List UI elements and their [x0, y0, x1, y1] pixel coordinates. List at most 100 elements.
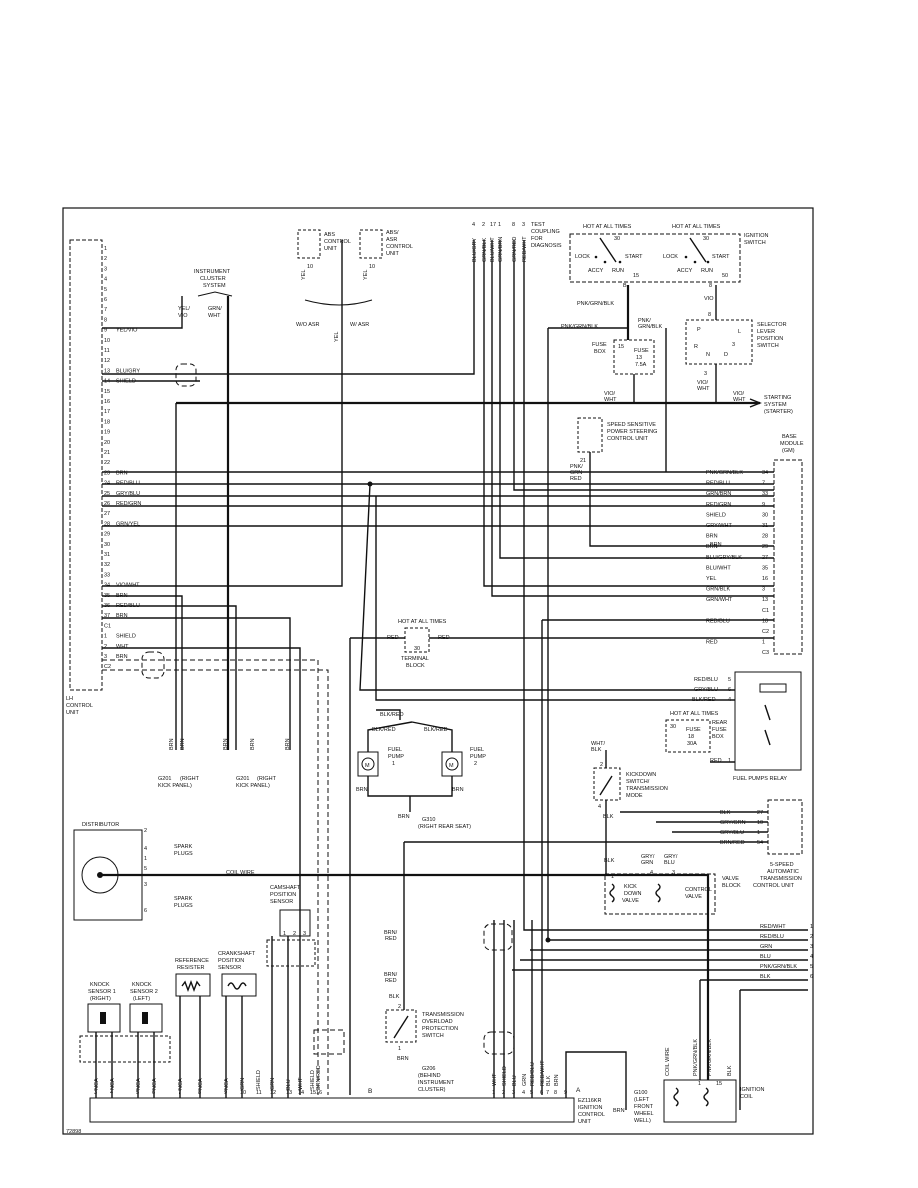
pump-ground-2: (RIGHT REAR SEAT) — [418, 824, 471, 830]
start-wire2-2: WHT — [733, 397, 746, 403]
lh-pin-0: 1 — [104, 246, 107, 252]
vb-pin-1: 1 — [611, 874, 614, 880]
rear-num: 30 — [670, 724, 676, 730]
base-wire-7: BRN — [706, 544, 718, 550]
vb-ctrl-2: VALVE — [685, 894, 702, 900]
sel-l: L — [738, 329, 741, 335]
to-label-3: PROTECTION — [422, 1026, 458, 1032]
figure-id: 72898 — [66, 1129, 81, 1135]
ign-run-r: RUN — [701, 268, 713, 274]
ezk-b-wire-4: NCA — [178, 1078, 184, 1090]
cluster-label-3: SYSTEM — [203, 283, 226, 289]
selector-wire-1: VIO/ — [697, 380, 708, 386]
kick-pin-bot: 4 — [598, 804, 601, 810]
diagram-frame — [62, 207, 814, 1135]
ezk-b-wire-7: GRN — [240, 1078, 246, 1090]
vb-wire-grygrn-2: GRN — [641, 860, 653, 866]
lh-wire-0: YEL/VIO — [116, 328, 138, 334]
selector-label-2: LEVER — [757, 329, 775, 335]
vb-pin-4: 4 — [650, 870, 653, 876]
valve-block: BLK GRY/ GRN GRY/ BLU 1 4 3 KICK DOWN VA… — [604, 854, 741, 915]
start-label-1: STARTING — [764, 395, 791, 401]
ezk-b-wire-13: BRN/RED — [316, 1065, 322, 1090]
lh-pin-11: 12 — [104, 358, 110, 364]
svg-text:M: M — [365, 763, 370, 769]
base-pin-2: 33 — [762, 491, 768, 497]
fuel-pumps: BLK/RED BLK/RED BLK/RED M M FUEL PUMP 1 … — [356, 712, 486, 830]
ign-wire-out: PNK/GRN/BLK — [577, 301, 614, 307]
test-coupling-label-1: TEST — [531, 222, 546, 228]
ezk-b-wire-10: BLU — [286, 1079, 292, 1090]
lh-pin-28: 29 — [104, 532, 110, 538]
svg-text:M: M — [449, 763, 454, 769]
to-ground-3: INSTRUMENT — [418, 1080, 455, 1086]
lh-pin-36: 37 — [104, 613, 110, 619]
rear-label-2: FUSE — [712, 727, 727, 733]
pump1-motor-icon — [361, 757, 375, 771]
abs-note-wire: YEL — [334, 332, 340, 342]
abs-control-unit: ABS CONTROL UNIT 10 YEL — [297, 229, 351, 280]
base-wire-9: BLU/WHT — [706, 565, 731, 571]
ezk-a-wire-4: RED/BLU — [530, 1062, 536, 1086]
lh-pin-30: 31 — [104, 552, 110, 558]
at-label-2: AUTOMATIC — [767, 869, 799, 875]
terminal-hot: HOT AT ALL TIMES — [398, 619, 447, 625]
rc-pin-4: 5 — [810, 964, 813, 970]
psc-wire-1: PNK/ — [570, 464, 583, 470]
dist-num-2: 1 — [144, 856, 147, 862]
sel-d: D — [724, 352, 728, 358]
to-blk: BLK — [389, 994, 400, 1000]
selector-wire-2: WHT — [697, 386, 710, 392]
rc-wire-5: BLK — [760, 974, 771, 980]
psc-label-3: CONTROL UNIT — [607, 436, 649, 442]
cluster-label-2: CLUSTER — [200, 276, 226, 282]
rc-wire-1: RED/BLU — [760, 934, 784, 940]
dist-num-1: 4 — [144, 846, 147, 852]
ezk-b-pin-11: 14 — [298, 1090, 304, 1096]
ign-pin15: 15 — [633, 273, 639, 279]
psc-pin: 21 — [580, 458, 586, 464]
at-label-4: CONTROL UNIT — [753, 883, 795, 889]
vb-kick-3: VALVE — [622, 898, 639, 904]
vb-ctrl-1: CONTROL — [685, 887, 712, 893]
rear-fuse-1: FUSE — [686, 727, 701, 733]
lh-pin-29: 30 — [104, 542, 110, 548]
cam-pin-1: 1 — [283, 931, 286, 937]
knock2-2: SENSOR 2 — [130, 989, 158, 995]
fuse-in-l: PNK/GRN/BLK — [561, 324, 598, 330]
lh-pin-37: C1 — [104, 623, 111, 629]
to-label-4: SWITCH — [422, 1033, 444, 1039]
at-wire-1: GRY/GRN — [720, 820, 746, 826]
ezk-a-wire-7: BRN — [554, 1074, 560, 1086]
lh-pin-4: 5 — [104, 287, 107, 293]
ezk-b-pin-12: 15 — [310, 1090, 316, 1096]
tc-pin-3: 1 — [498, 222, 501, 228]
tc-pin-4: 8 — [512, 222, 515, 228]
cluster-wire1-b: VIO — [178, 313, 188, 319]
g100-5: WELL) — [634, 1118, 651, 1124]
to-ground-1: G206 — [422, 1066, 435, 1072]
lh-pin-1: 2 — [104, 256, 107, 262]
ign-start-l: START — [625, 254, 643, 260]
ign-lock-r: LOCK — [663, 254, 678, 260]
vb-label-1: VALVE — [722, 876, 739, 882]
ezk-label-1: EZ116KR — [578, 1098, 601, 1104]
lh-pin-19: 20 — [104, 440, 110, 446]
to-brn: BRN — [397, 1056, 409, 1062]
kick-pin-top: 2 — [600, 762, 603, 768]
lh-pin-15: 16 — [104, 399, 110, 405]
rear-label-1: REAR — [712, 720, 727, 726]
ezk-a-wire-5: RED/WHT — [540, 1060, 546, 1086]
relay-label: FUEL PUMPS RELAY — [733, 776, 787, 782]
selector-lever-switch: 8 P R N D 3 L SELECTOR LEVER POSITION SW… — [685, 312, 787, 392]
coil-wire-label: COIL WIRE — [226, 870, 255, 876]
pump-gnd-r: BRN — [452, 787, 464, 793]
pump1-label-1: FUEL — [388, 747, 402, 753]
dist-num-4: 3 — [144, 882, 147, 888]
rc-pin-5: 6 — [810, 974, 813, 980]
to-pin-top: 2 — [398, 1004, 401, 1010]
lh-pin-2: 3 — [104, 266, 107, 272]
